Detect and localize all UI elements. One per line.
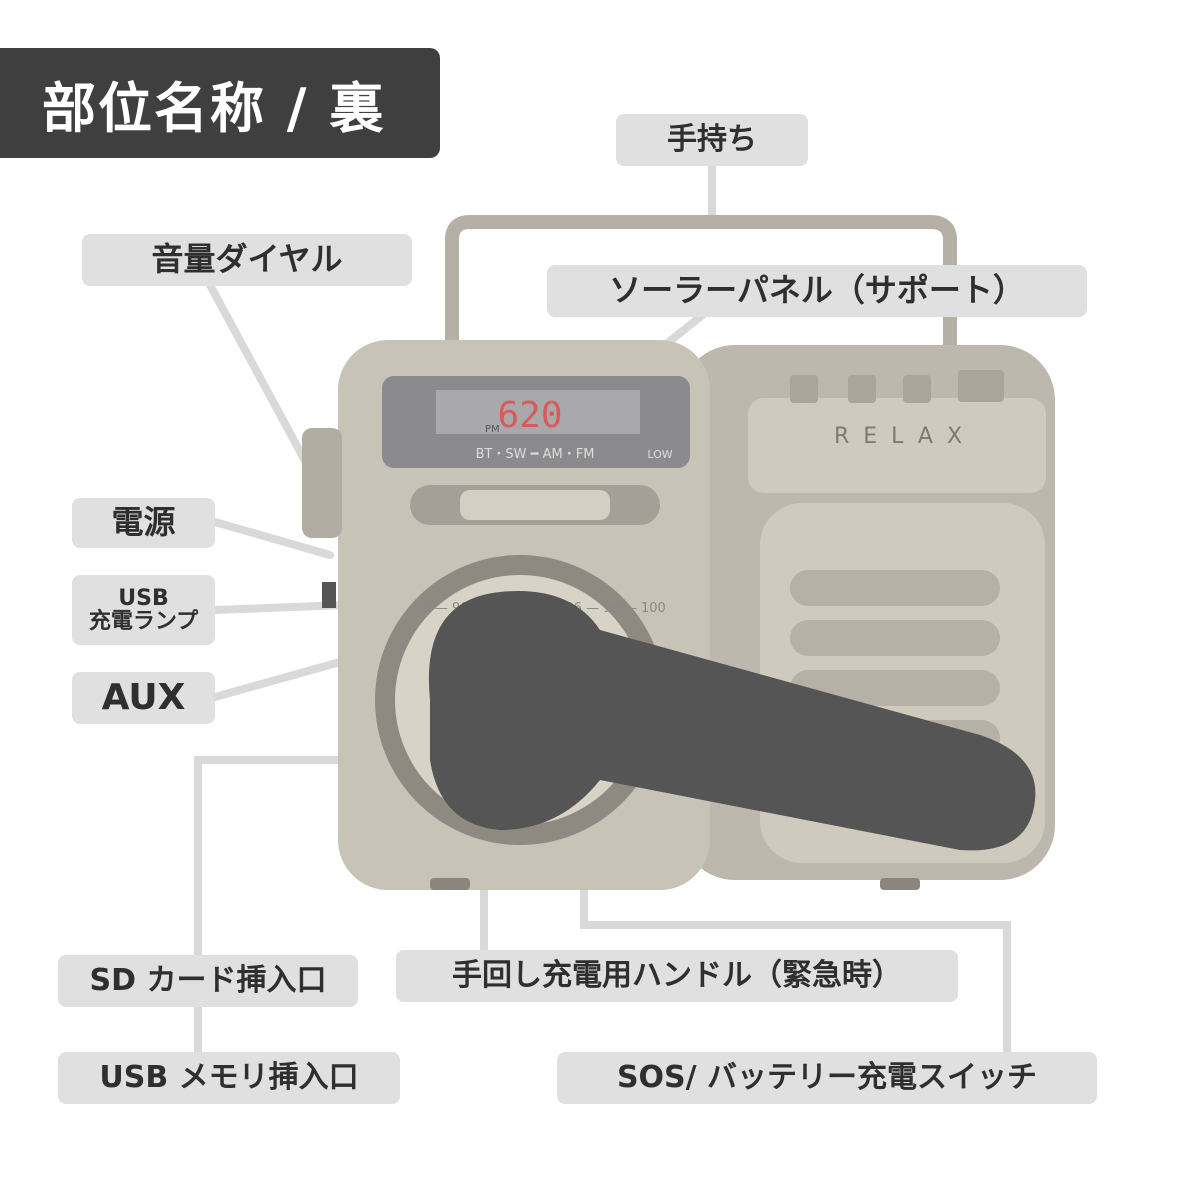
label-handle: 手持ち bbox=[616, 114, 808, 166]
label-usb-lamp-line1: USB bbox=[118, 585, 169, 611]
display-screen bbox=[436, 390, 640, 434]
band-indicator: BT・SW ━ AM・FM bbox=[476, 447, 595, 462]
label-sd-slot: SD カード挿入口 bbox=[58, 955, 358, 1007]
label-sos-switch: SOS/ バッテリー充電スイッチ bbox=[557, 1052, 1097, 1104]
label-volume-dial: 音量ダイヤル bbox=[82, 234, 412, 286]
crank-handle-shape bbox=[428, 591, 1036, 851]
leader-power bbox=[211, 518, 334, 559]
feet bbox=[430, 878, 920, 890]
label-usb-lamp: USB 充電ランプ bbox=[72, 575, 215, 645]
label-aux: AUX bbox=[72, 672, 215, 724]
volume-dial-shape bbox=[302, 428, 342, 538]
display-digits: 620 bbox=[497, 395, 562, 436]
label-power: 電源 bbox=[72, 498, 215, 548]
leader-volume bbox=[206, 281, 314, 474]
carry-handle bbox=[445, 215, 957, 345]
leader-sd bbox=[194, 756, 342, 964]
top-buttons bbox=[790, 370, 1004, 403]
low-label: LOW bbox=[647, 448, 672, 461]
label-solar-panel: ソーラーパネル（サポート） bbox=[547, 265, 1087, 317]
label-usb-lamp-line2: 充電ランプ bbox=[88, 609, 199, 634]
page-title: 部位名称 / 裏 bbox=[0, 48, 440, 158]
leader-aux bbox=[211, 658, 344, 701]
usb-lamp-port bbox=[322, 582, 336, 608]
leader-sos bbox=[580, 876, 1011, 1064]
label-crank-handle: 手回し充電用ハンドル（緊急時） bbox=[396, 950, 958, 1002]
band-slider-knob bbox=[460, 490, 610, 520]
label-usb-memory-slot: USB メモリ挿入口 bbox=[58, 1052, 400, 1104]
display-pm: PM bbox=[485, 424, 500, 435]
brand-text: RELAX bbox=[834, 424, 976, 449]
brand-plate bbox=[748, 398, 1046, 493]
